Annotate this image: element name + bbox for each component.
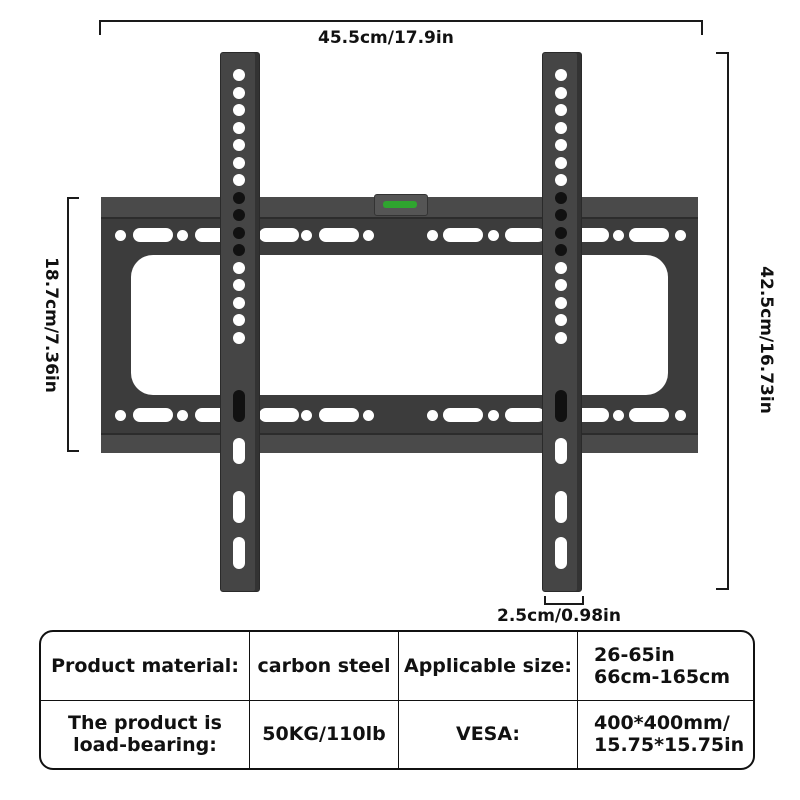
right-upright-arm bbox=[542, 52, 582, 592]
size-value-in: 26-65in bbox=[594, 643, 675, 666]
material-value: carbon steel bbox=[250, 632, 399, 701]
load-label-line2: load-bearing: bbox=[73, 734, 217, 757]
mount-hole bbox=[115, 410, 126, 421]
upright-width-tick-left bbox=[544, 596, 546, 605]
mount-hole bbox=[115, 230, 126, 241]
mount-slot bbox=[133, 408, 173, 422]
mount-hole bbox=[675, 230, 686, 241]
width-dimension-line bbox=[99, 20, 703, 22]
horizontal-frame bbox=[101, 197, 698, 453]
width-dimension-tick-right bbox=[701, 20, 703, 35]
size-value-cm: 66cm-165cm bbox=[594, 665, 731, 688]
mount-slot bbox=[259, 228, 299, 242]
mount-hole bbox=[363, 410, 374, 421]
mount-slot bbox=[443, 228, 483, 242]
frame-cutout bbox=[131, 255, 668, 395]
mount-hole bbox=[427, 410, 438, 421]
mount-hole bbox=[363, 230, 374, 241]
upright-width-tick-right bbox=[582, 596, 584, 605]
mount-slot bbox=[443, 408, 483, 422]
bubble-level-icon bbox=[374, 194, 428, 216]
spec-table: Product material: carbon steel Applicabl… bbox=[39, 630, 755, 770]
mount-slot bbox=[319, 408, 359, 422]
vesa-value-in: 15.75*15.75in bbox=[594, 734, 745, 757]
mount-slot bbox=[319, 228, 359, 242]
total-height-line bbox=[727, 52, 729, 590]
vesa-label: VESA: bbox=[399, 700, 578, 768]
bottom-rail bbox=[101, 433, 698, 453]
mount-slot bbox=[629, 408, 669, 422]
upright-width-label: 2.5cm/0.98in bbox=[497, 606, 621, 626]
mount-hole bbox=[488, 230, 499, 241]
left-upright-arm bbox=[220, 52, 260, 592]
material-label: Product material: bbox=[41, 632, 250, 701]
frame-height-label: 18.7cm/7.36in bbox=[40, 257, 61, 393]
table-row: Product material: carbon steel Applicabl… bbox=[41, 632, 753, 701]
load-value: 50KG/110lb bbox=[250, 700, 399, 768]
size-label: Applicable size: bbox=[399, 632, 578, 701]
mount-slot bbox=[505, 408, 545, 422]
mount-hole bbox=[427, 230, 438, 241]
width-label: 45.5cm/17.9in bbox=[318, 28, 454, 48]
load-label-line1: The product is bbox=[68, 712, 222, 735]
mount-hole bbox=[613, 410, 624, 421]
mount-hole bbox=[177, 410, 188, 421]
total-height-label: 42.5cm/16.73in bbox=[755, 266, 776, 414]
vesa-value-mm: 400*400mm/ bbox=[594, 712, 730, 735]
mount-hole bbox=[301, 410, 312, 421]
mount-slot bbox=[259, 408, 299, 422]
mount-slot bbox=[133, 228, 173, 242]
width-dimension-tick-left bbox=[99, 20, 101, 35]
mount-slot bbox=[629, 228, 669, 242]
level-bubble bbox=[383, 201, 417, 208]
mount-hole bbox=[177, 230, 188, 241]
frame-height-tick-bottom bbox=[67, 450, 79, 452]
mount-hole bbox=[488, 410, 499, 421]
vesa-value: 400*400mm/15.75*15.75in bbox=[578, 701, 753, 768]
total-height-tick-bottom bbox=[716, 588, 729, 590]
total-height-tick-top bbox=[716, 52, 729, 54]
mount-hole bbox=[613, 230, 624, 241]
mount-slot bbox=[505, 228, 545, 242]
mount-hole bbox=[675, 410, 686, 421]
upright-width-line bbox=[544, 603, 584, 605]
frame-height-tick-top bbox=[67, 197, 79, 199]
frame-height-line bbox=[67, 197, 69, 452]
mount-hole bbox=[301, 230, 312, 241]
